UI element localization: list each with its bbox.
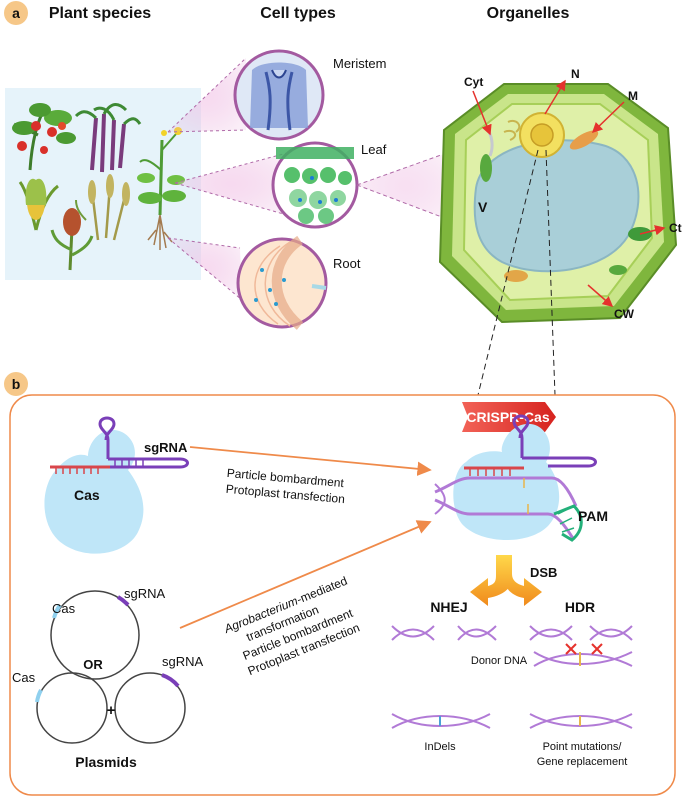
- sgrna-label-rnp: sgRNA: [144, 440, 188, 455]
- delivery-arrow-rnp: [189, 446, 432, 476]
- mediated-text: -mediated: [295, 574, 350, 607]
- nhej-label: NHEJ: [430, 599, 467, 615]
- tomato-plant-icon: [12, 103, 76, 171]
- organelle-cyt: Cyt: [464, 75, 483, 89]
- indels-label: InDels: [424, 741, 456, 753]
- panel-b: b CRISPR-Cas Cas sgRNA: [4, 372, 676, 796]
- plasmids-label: Plasmids: [75, 754, 137, 770]
- plasmid-cas-label-2: Cas: [12, 670, 36, 685]
- panel-b-frame: [9, 394, 676, 796]
- dsb-arrow: [470, 555, 542, 606]
- cas-label: Cas: [74, 487, 100, 503]
- indels-dna: [391, 713, 491, 729]
- header-organelles: Organelles: [487, 5, 570, 22]
- panel-a-badge: [4, 1, 28, 25]
- plasmid-single: [50, 590, 140, 680]
- plasmid-sgrna: [114, 672, 186, 744]
- organelle-n: N: [571, 67, 580, 81]
- dsb-label: DSB: [530, 565, 557, 580]
- plasmid-sgrna-label-2: sgRNA: [162, 654, 204, 669]
- nhej-broken-dna: [391, 625, 497, 641]
- zoom-cone-cell: [357, 150, 455, 222]
- cas-rnp-complex: [44, 416, 189, 554]
- organelle-cw: CW: [614, 307, 635, 321]
- donor-dna-label: Donor DNA: [471, 655, 528, 667]
- plasmid-cas-label-1: Cas: [52, 601, 76, 616]
- outcome-hdr-2: Gene replacement: [537, 756, 628, 768]
- hdr-broken-dna: [529, 625, 633, 641]
- cell-type-leaf: Leaf: [361, 142, 387, 157]
- maize-plant-icon: [18, 178, 59, 231]
- header-cell-types: Cell types: [260, 5, 336, 22]
- wheat-plant-icon: [75, 174, 130, 241]
- hdr-crossover: [565, 643, 603, 655]
- organelle-ct: Ct: [669, 221, 682, 235]
- cell-type-meristem: Meristem: [333, 56, 386, 71]
- panel-a-letter: a: [12, 5, 20, 21]
- outcome-hdr-1: Point mutations/: [543, 741, 623, 753]
- panel-a: a Plant species Cell types Organelles: [4, 1, 682, 396]
- panel-b-letter: b: [12, 376, 21, 392]
- organelle-v: V: [478, 199, 488, 215]
- plasmid-or-label: OR: [83, 657, 103, 672]
- sorghum-plant-icon: [50, 208, 94, 271]
- cell-type-root: Root: [333, 256, 361, 271]
- plasmid-plus-label: +: [107, 702, 116, 719]
- donor-dna: [533, 651, 633, 667]
- crispr-banner-text: CRISPR-Cas: [466, 409, 549, 425]
- crispr-dna-complex: [434, 414, 597, 542]
- plasmid-cas: [35, 672, 108, 744]
- zoom-cone-leaf: [175, 153, 287, 215]
- hdr-label: HDR: [565, 599, 595, 615]
- panel-b-badge: [4, 372, 28, 396]
- plasmid-sgrna-label-1: sgRNA: [124, 586, 166, 601]
- hdr-outcome-dna: [529, 713, 633, 729]
- organelle-m: M: [628, 89, 638, 103]
- arabidopsis-plant-icon: [137, 127, 186, 250]
- plant-cell: [438, 83, 678, 324]
- pam-label: PAM: [578, 508, 608, 524]
- root-circle: [236, 235, 328, 330]
- sugarcane-plant-icon: [74, 103, 142, 173]
- leaf-circle: [271, 141, 359, 229]
- delivery-plasmid-text: Agrobacterium-mediated transformation Pa…: [221, 574, 361, 678]
- meristem-circle: [233, 49, 325, 141]
- delivery-arrow-plasmid: [179, 520, 432, 629]
- header-plant-species: Plant species: [49, 5, 151, 22]
